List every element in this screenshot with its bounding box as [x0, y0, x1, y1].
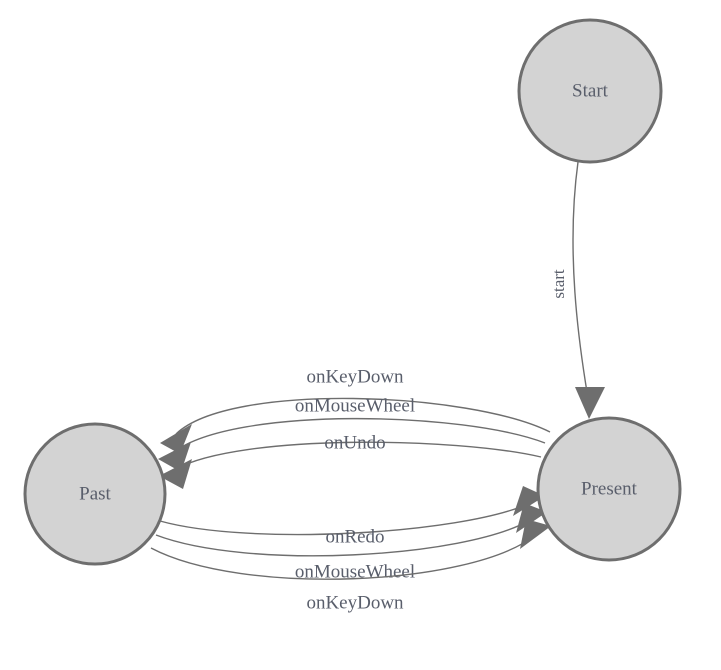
node-present-label: Present [581, 478, 638, 499]
node-past[interactable]: Past [23, 422, 167, 566]
arrowhead-past-to-present-onmousewheel [516, 503, 547, 533]
edge-past-to-present-onredo[interactable]: onRedo [159, 486, 545, 547]
edge-label-past-to-present-onredo: onRedo [325, 526, 384, 547]
arrowhead-present-to-past-onundo [159, 459, 192, 489]
edge-past-to-present-onkeydown-path [150, 535, 535, 580]
arrowhead-present-to-past-onkeydown [160, 424, 192, 454]
node-present-circle [536, 416, 682, 562]
node-start[interactable]: Start [517, 18, 663, 164]
node-start-label: Start [572, 80, 609, 101]
node-start-circle [517, 18, 663, 164]
node-present[interactable]: Present [536, 416, 682, 562]
edge-start-to-present[interactable]: start [549, 161, 605, 419]
edge-label-past-to-present-onkeydown: onKeyDown [306, 592, 404, 613]
edge-label-start: start [549, 269, 568, 299]
arrowhead-past-to-present-onkeydown [520, 519, 551, 549]
arrowhead-start-to-present [575, 387, 605, 419]
edge-present-to-past-onundo[interactable]: onUndo [159, 432, 542, 489]
edge-present-to-past-onundo-path [175, 441, 542, 470]
node-past-label: Past [79, 483, 111, 504]
edge-present-to-past-onkeydown-path [175, 397, 551, 435]
edge-present-to-past-onmousewheel-path [173, 417, 546, 453]
edge-label-present-to-past-onkeydown: onKeyDown [306, 366, 404, 387]
edge-label-present-to-past-onmousewheel: onMouseWheel [295, 395, 415, 416]
edge-present-to-past-onkeydown[interactable]: onKeyDown [160, 366, 551, 454]
node-past-circle [23, 422, 167, 566]
edge-past-to-present-onkeydown[interactable]: onKeyDown [150, 519, 551, 613]
edge-past-to-present-onmousewheel-path [155, 519, 531, 557]
edge-label-present-to-past-onundo: onUndo [324, 432, 385, 453]
edge-past-to-present-onredo-path [159, 503, 529, 536]
edge-start-to-present-path [572, 161, 590, 405]
